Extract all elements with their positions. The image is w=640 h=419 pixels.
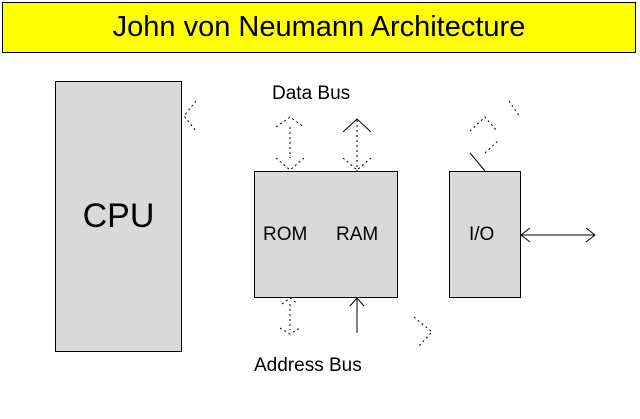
io-label: I/O — [469, 224, 495, 245]
io-box: I/O — [449, 171, 521, 298]
ram-address-bus-arrow — [349, 297, 365, 333]
address-bus-label: Address Bus — [254, 355, 362, 376]
io-address-bus-arrowhead — [413, 316, 433, 348]
data-bus-label: Data Bus — [272, 83, 351, 104]
io-data-bus-arrow — [469, 100, 521, 172]
ram-data-bus-arrow — [342, 118, 372, 171]
io-external-arrow — [520, 227, 596, 243]
cpu-box: CPU — [55, 81, 182, 352]
memory-box: ROM RAM — [254, 171, 398, 298]
rom-label: ROM — [263, 224, 308, 245]
rom-data-bus-arrow — [275, 116, 305, 171]
cpu-label: CPU — [82, 197, 155, 235]
cpu-data-bus-arrowhead — [183, 100, 197, 132]
title-bar: John von Neumann Architecture — [2, 2, 636, 53]
ram-label: RAM — [336, 224, 379, 245]
rom-address-bus-arrow — [279, 297, 301, 335]
diagram-title: John von Neumann Architecture — [112, 11, 526, 43]
